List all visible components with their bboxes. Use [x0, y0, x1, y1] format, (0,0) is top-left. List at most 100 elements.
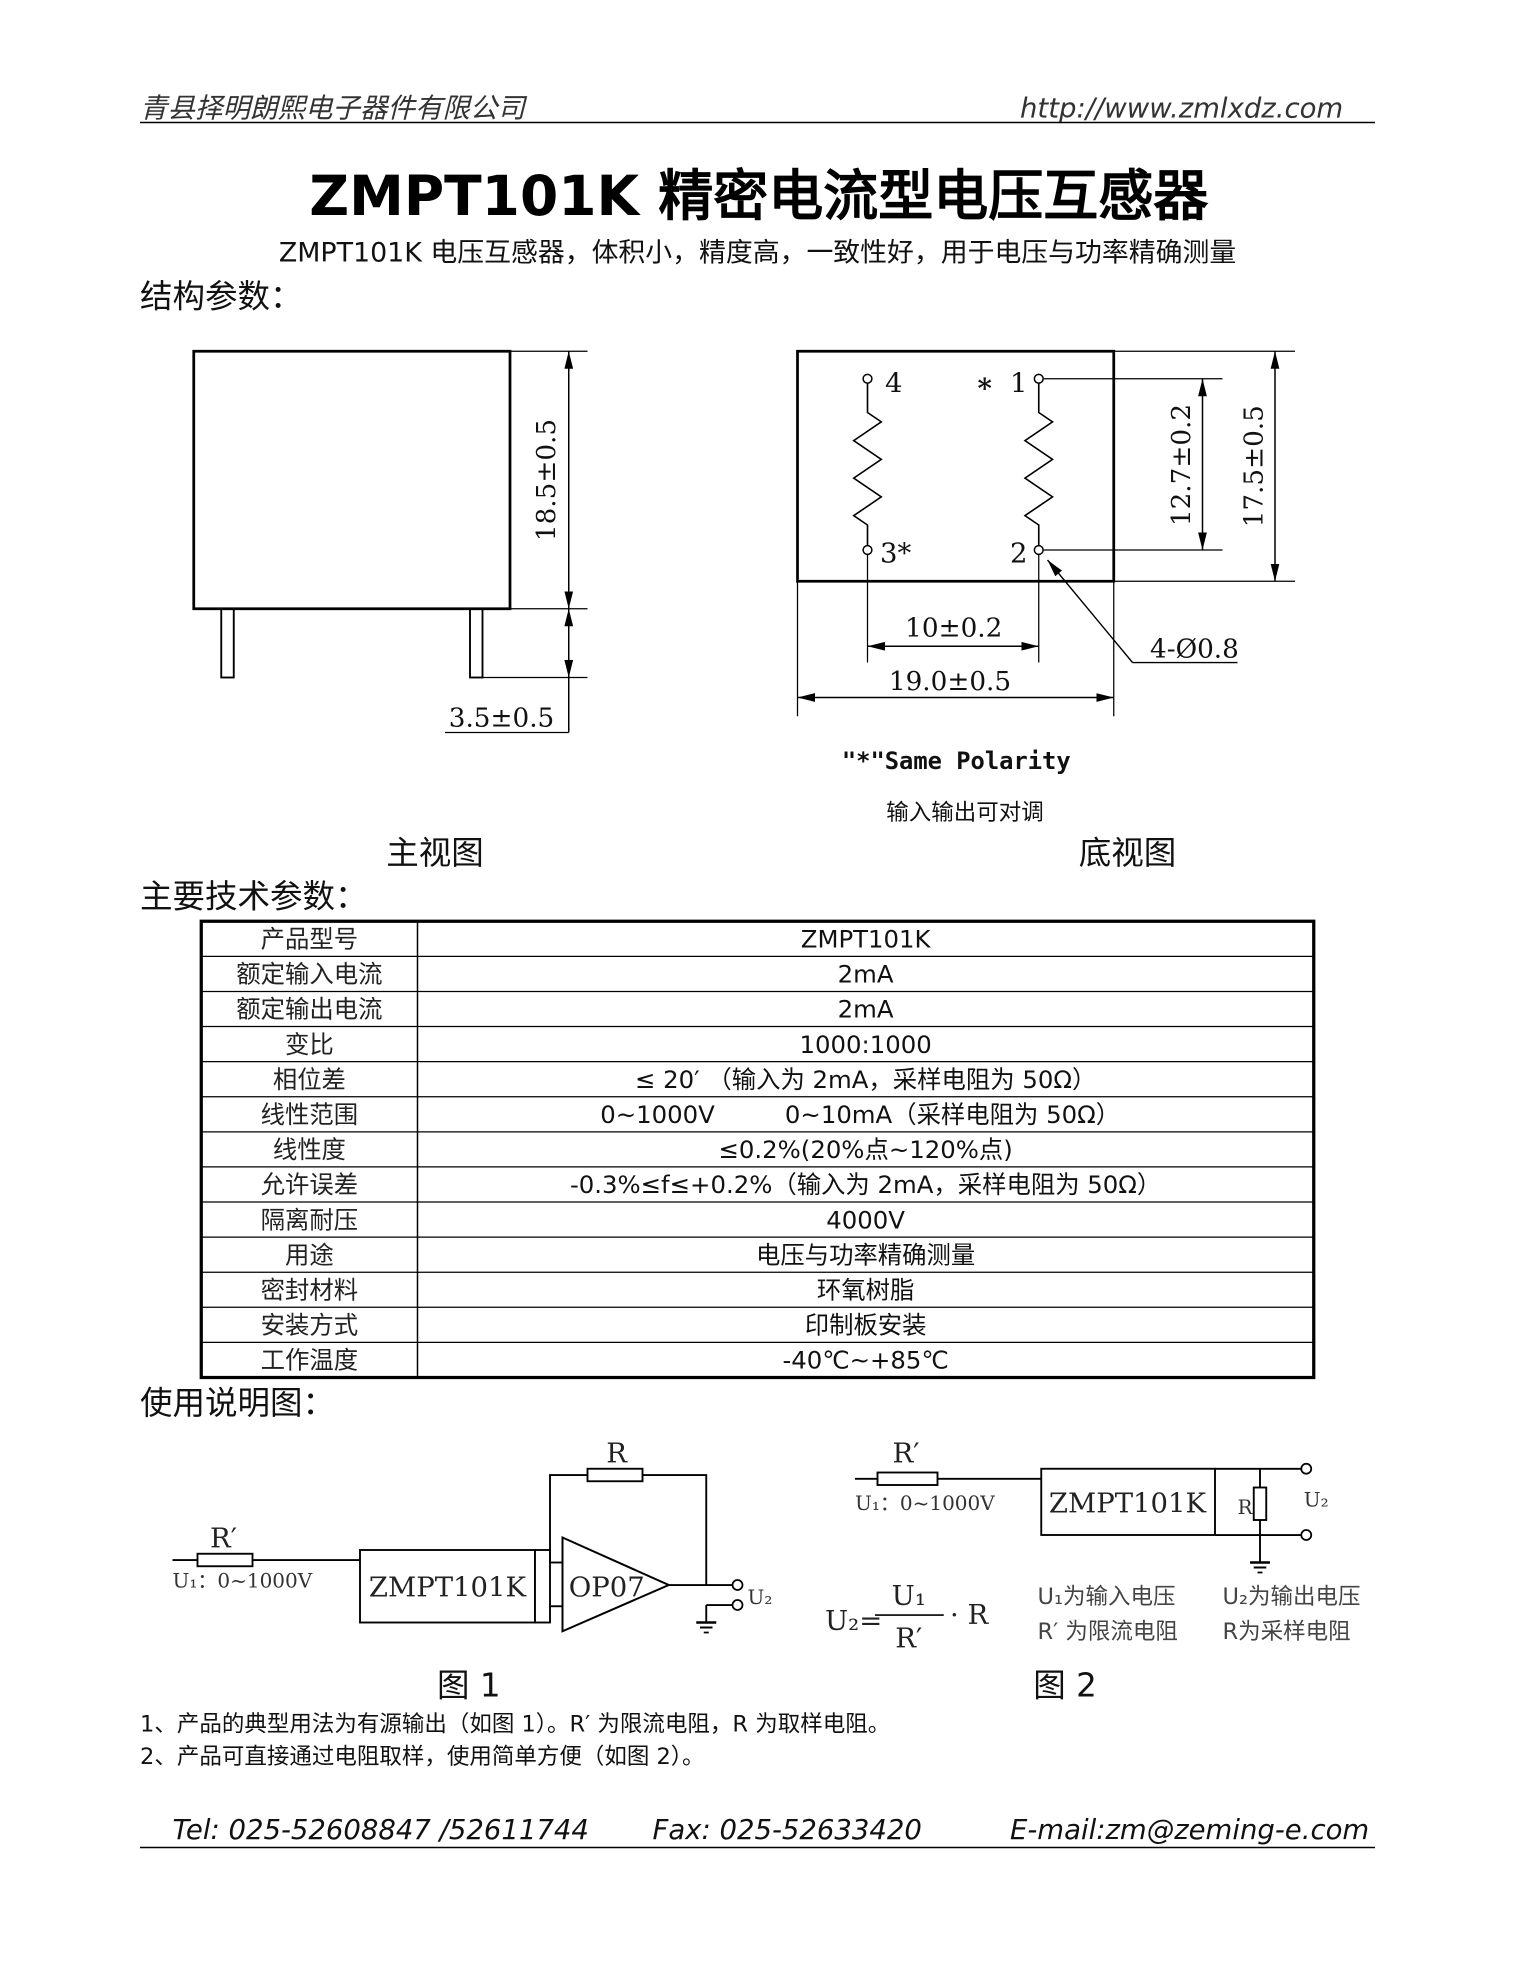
spec-label: 线性范围: [261, 1100, 358, 1129]
spec-value: 4000V: [826, 1205, 905, 1234]
fig2-output-terminal: [1300, 1462, 1313, 1475]
usage-heading: 使用说明图：: [140, 1384, 335, 1422]
spec-label: 额定输出电流: [236, 995, 382, 1024]
fig2-module-label: ZMPT101K: [1049, 1488, 1207, 1520]
fig2-sample-resistor: [1252, 1486, 1268, 1521]
pin-2-terminal: [1033, 544, 1044, 556]
winding-left: [852, 383, 883, 546]
spec-label: 变比: [285, 1030, 334, 1059]
figure-1-caption: 图 1: [437, 1666, 501, 1704]
spec-label: 线性度: [273, 1135, 346, 1164]
spec-value: 环氧树脂: [817, 1276, 914, 1305]
pin-2-label: 2: [1010, 538, 1028, 570]
pin-1-label: 1: [1010, 368, 1028, 400]
fig1-feedback-wire: [549, 1474, 708, 1585]
legend-r: R为采样电阻: [1223, 1619, 1351, 1645]
pin-4-terminal: [862, 373, 873, 384]
formula-rhs: · R: [950, 1599, 989, 1631]
pin-4-label: 4: [885, 368, 903, 400]
fig2-r-label: R: [1238, 1495, 1254, 1519]
fig2-output-terminal: [1300, 1529, 1313, 1541]
bottom-height-dimension-label: 17.5±0.5: [1240, 405, 1270, 527]
fig1-r-prime-resistor: [196, 1552, 254, 1568]
bottom-view-body: [796, 349, 1116, 583]
legend-u2: U₂为输出电压: [1223, 1584, 1361, 1610]
spec-label: 安装方式: [261, 1311, 358, 1340]
fig1-r-label: R: [606, 1438, 628, 1470]
structure-heading: 结构参数：: [140, 278, 303, 316]
formula-lhs: U₂=: [825, 1605, 882, 1637]
fig1-feedback-resistor: [586, 1467, 644, 1483]
spec-label: 额定输入电流: [236, 960, 382, 989]
spec-label: 相位差: [273, 1065, 346, 1094]
page-subtitle: ZMPT101K 电压互感器，体积小，精度高，一致性好，用于电压与功率精确测量: [279, 237, 1236, 268]
spec-label: 密封材料: [261, 1276, 358, 1305]
usage-note-1: 1、产品的典型用法为有源输出（如图 1）。R′ 为限流电阻，R 为取样电阻。: [140, 1711, 890, 1737]
footer-fax: Fax: 025-52633420: [653, 1814, 922, 1846]
fig1-output-terminal: [731, 1599, 744, 1611]
height-dimension-label: 18.5±0.5: [532, 419, 562, 541]
formula-numerator: U₁: [892, 1580, 926, 1612]
spec-value: ZMPT101K: [801, 925, 932, 954]
fig1-output-terminal: [731, 1579, 744, 1591]
ground-icon: [1250, 1561, 1270, 1574]
company-name: 青县择明朗熙电子器件有限公司: [140, 93, 527, 125]
spec-label: 隔离耐压: [261, 1205, 358, 1234]
fig2-r-prime-label: R′: [893, 1438, 920, 1470]
fig1-opamp-label: OP07: [569, 1571, 645, 1603]
formula-denominator: R′: [895, 1623, 922, 1655]
polarity-note: "*"Same Polarity: [842, 747, 1071, 775]
hole-size-label: 4-Ø0.8: [1150, 635, 1239, 665]
spec-label: 工作温度: [261, 1346, 358, 1375]
fig1-output-label: U₂: [748, 1585, 773, 1609]
footer-tel: Tel: 025-52608847 /52611744: [173, 1814, 589, 1846]
fig1-r-prime-label: R′: [210, 1523, 237, 1555]
front-view-pin-right: [469, 607, 484, 679]
pin-vertical-dimension-label: 12.7±0.2: [1167, 404, 1197, 526]
front-view-pin-left: [220, 607, 235, 679]
front-view-drawing: 18.5±0.5 3.5±0.5: [192, 349, 588, 733]
pin-1-terminal: [1033, 373, 1044, 384]
front-view-caption: 主视图: [386, 834, 484, 872]
usage-note-2: 2、产品可直接通过电阻取样，使用简单方便（如图 2）。: [140, 1744, 705, 1770]
spec-value: -40℃~+85℃: [782, 1346, 948, 1375]
spec-value: ≤ 20′ （输入为 2mA，采样电阻为 50Ω）: [635, 1065, 1096, 1094]
website-url: http://www.zmlxdz.com: [1020, 93, 1343, 125]
specs-table-frame: [199, 919, 1316, 1380]
fig2-output-label: U₂: [1304, 1487, 1329, 1511]
pin-length-label: 3.5±0.5: [449, 703, 555, 733]
fig1-opamp-triangle: [561, 1535, 672, 1633]
swap-note: 输入输出可对调: [886, 800, 1044, 826]
spec-value: 1000:1000: [800, 1030, 932, 1059]
spec-value: 2mA: [838, 995, 894, 1024]
pin-3-label: 3*: [880, 538, 911, 570]
ground-icon: [696, 1621, 717, 1634]
spec-value: 2mA: [838, 960, 894, 989]
spec-label: 产品型号: [261, 925, 358, 954]
spec-value: 电压与功率精确测量: [756, 1240, 975, 1269]
fig2-input-label: U₁：0~1000V: [855, 1491, 995, 1515]
fig1-input-label: U₁：0~1000V: [173, 1569, 313, 1593]
figure-2-circuit: R′ U₁：0~1000V ZMPT101K R U₂ U₂= U₁ R′ · …: [825, 1438, 1361, 1655]
width-dimension-label: 19.0±0.5: [889, 667, 1011, 697]
spec-label: 允许误差: [261, 1170, 358, 1199]
footer-email: E-mail:zm@zeming-e.com: [1010, 1814, 1369, 1846]
bottom-view-caption: 底视图: [1079, 834, 1177, 872]
page-title: ZMPT101K 精密电流型电压互感器: [309, 164, 1209, 228]
spec-value: 0~1000V: [600, 1100, 715, 1129]
spec-value: -0.3%≤f≤+0.2%（输入为 2mA，采样电阻为 50Ω）: [570, 1170, 1161, 1199]
spec-label: 用途: [285, 1240, 334, 1269]
fig2-module-box: [1040, 1467, 1216, 1536]
spec-value: ≤0.2%(20%点~120%点): [719, 1135, 1013, 1164]
legend-u1: U₁为输入电压: [1038, 1584, 1176, 1610]
specs-table: 产品型号 ZMPT101K 额定输入电流 2mA 额定输出电流 2mA 变比 1000:100…: [199, 919, 1316, 1380]
pin-3-terminal: [862, 544, 873, 556]
fig2-r-prime-resistor: [876, 1471, 939, 1486]
bottom-view-drawing: 4 * 1 3* 2 12.7±0.2 17.5±0.5 10±0.2 19.0…: [796, 349, 1295, 826]
polarity-star: *: [978, 373, 992, 405]
front-view-body: [192, 349, 512, 611]
figure-1-circuit: R′ U₁：0~1000V ZMPT101K OP07 R U₂: [172, 1438, 773, 1634]
page-header: 青县择明朗熙电子器件有限公司 http://www.zmlxdz.com: [140, 93, 1375, 125]
hole-leader-arrow: [1046, 559, 1134, 663]
